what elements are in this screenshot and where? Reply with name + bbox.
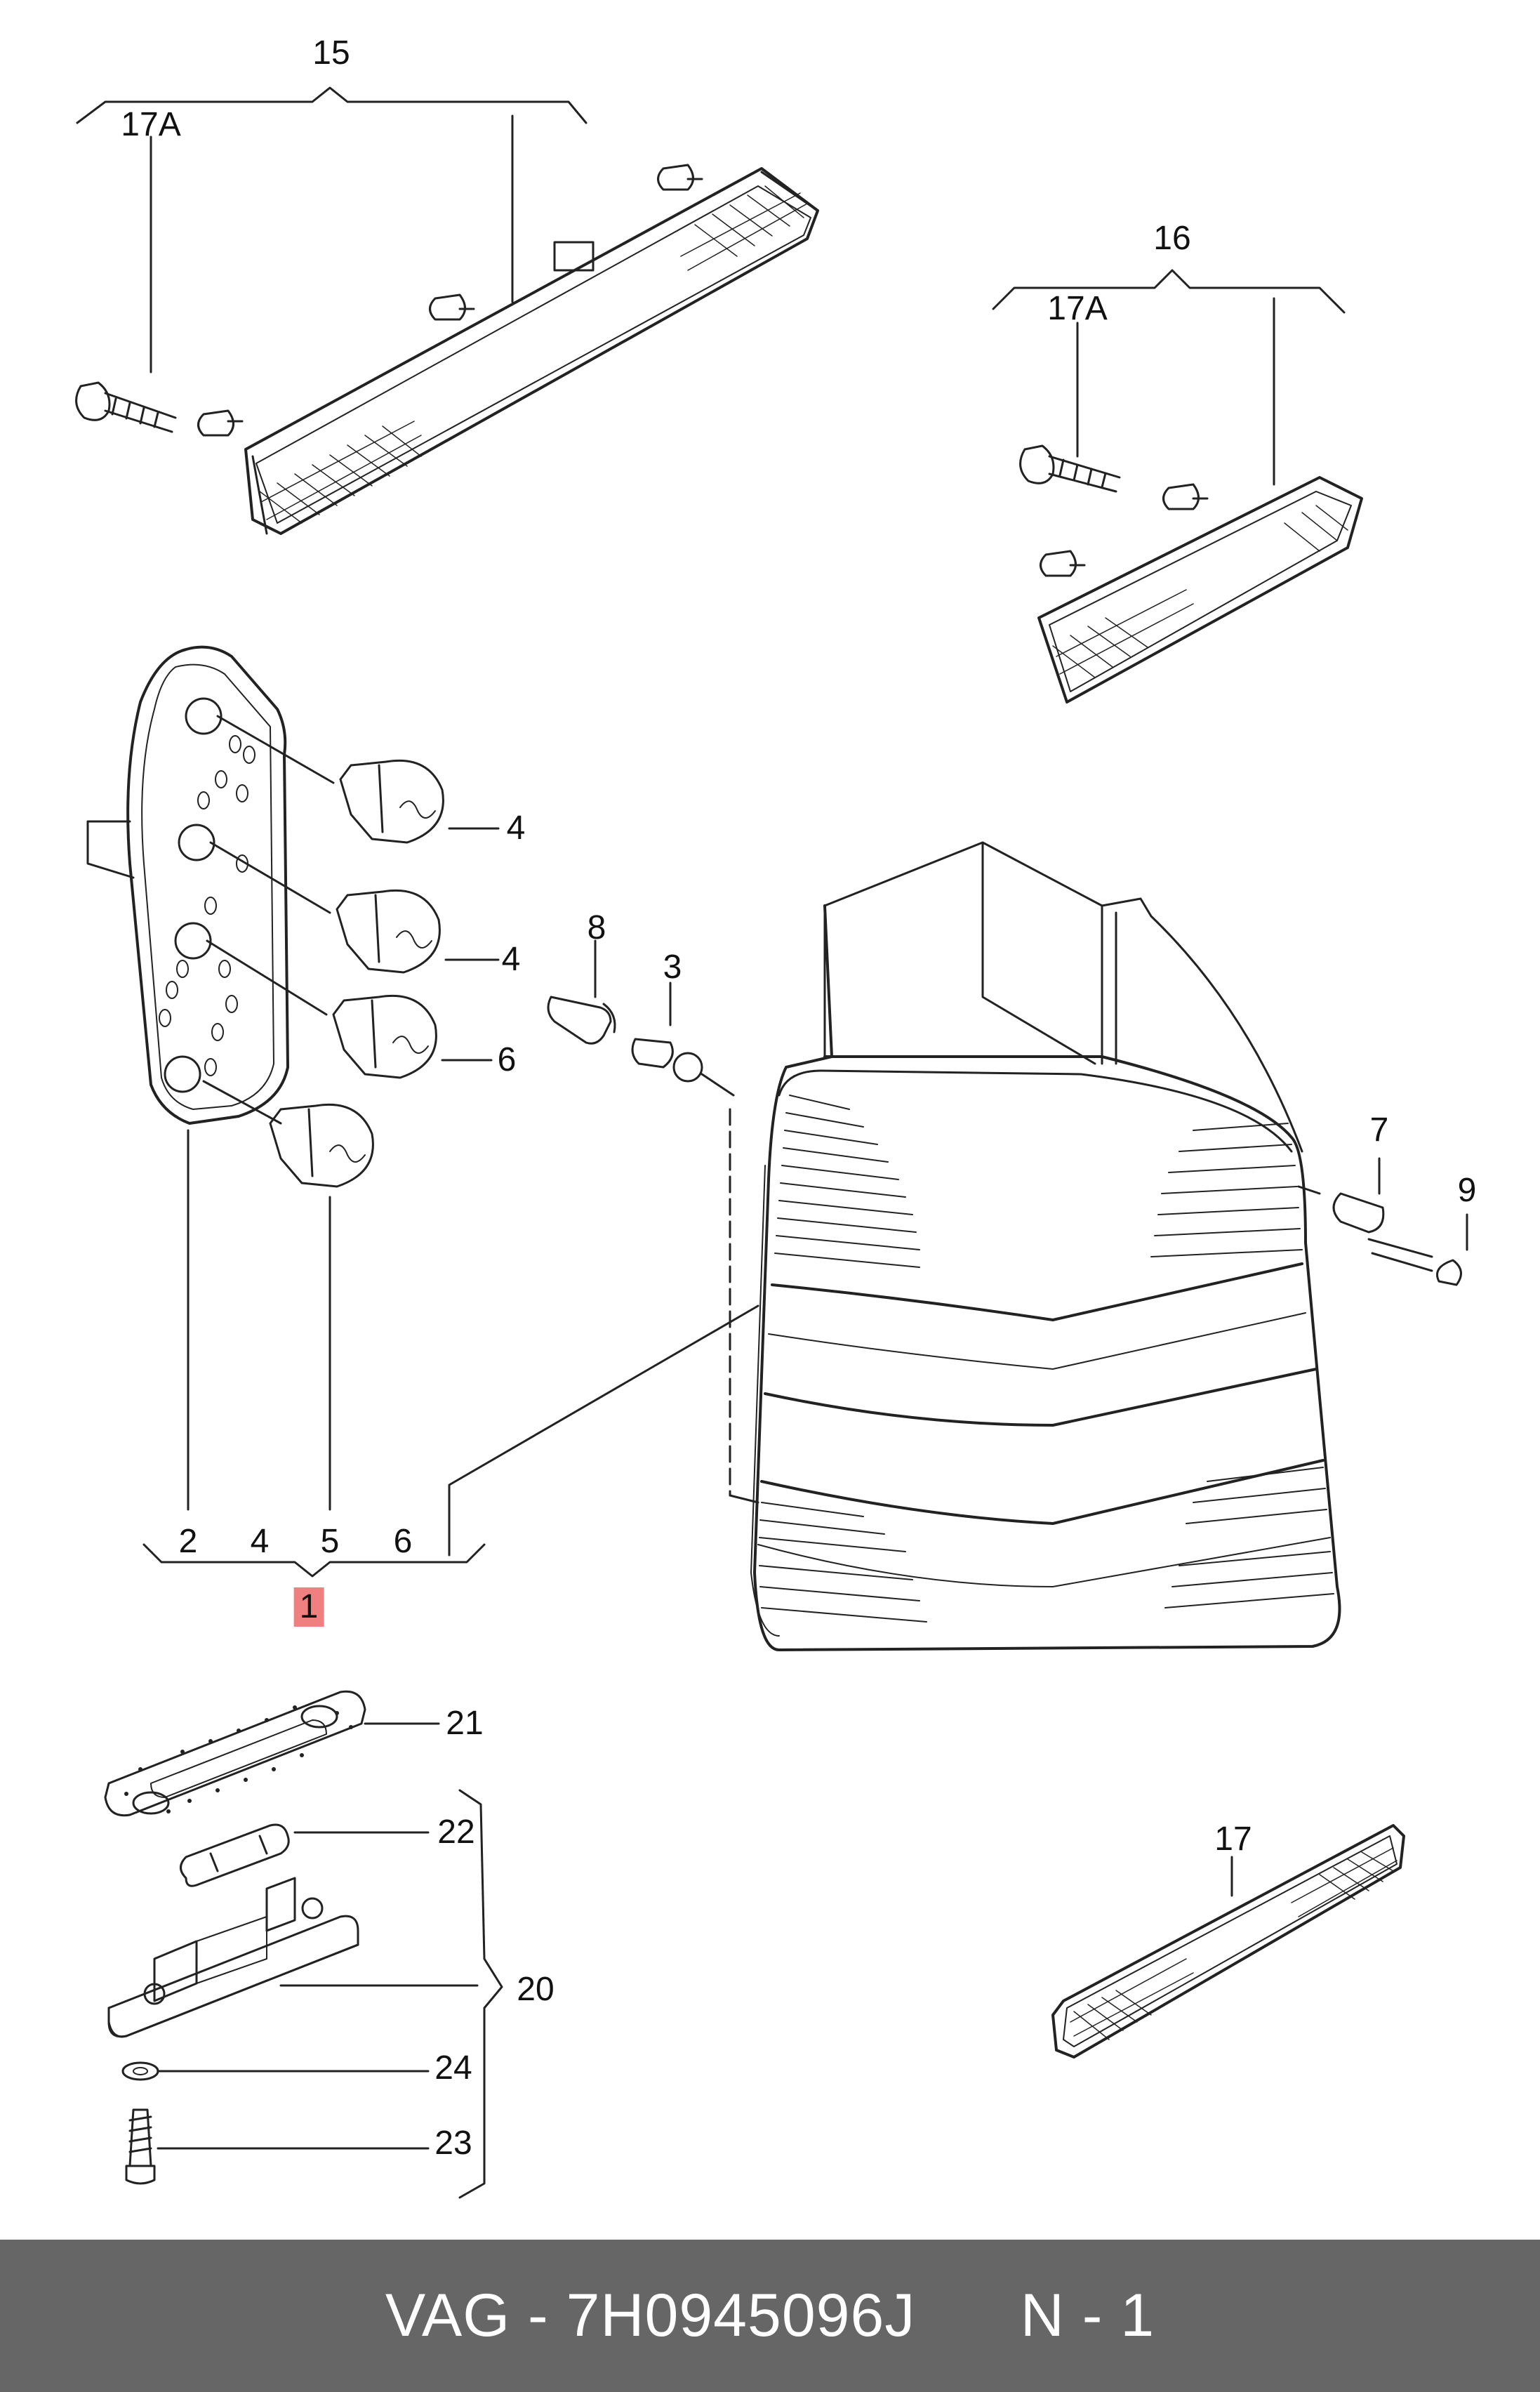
brake-light-assembly-15 [75, 86, 819, 535]
license-lamp-housing [107, 1877, 479, 2038]
callout-23: 23 [434, 2125, 472, 2162]
callout-17a-right: 17A [1047, 290, 1108, 327]
part-number-text: 7H0945096J [566, 2282, 916, 2349]
bulb-4-top [339, 759, 500, 844]
callout-21: 21 [446, 1705, 484, 1742]
callout-22: 22 [437, 1813, 475, 1851]
callout-7: 7 [1369, 1111, 1389, 1149]
callout-4-top: 4 [506, 810, 526, 847]
gasket-21 [104, 1690, 440, 1817]
side-lamp-assembly-16 [992, 269, 1363, 703]
callout-3: 3 [663, 949, 682, 986]
festoon-bulb-22 [180, 1823, 430, 1887]
callout-1-highlighted: 1 [293, 1587, 324, 1627]
callout-8: 8 [587, 909, 606, 946]
callout-6-bottom: 6 [393, 1523, 413, 1560]
callout-17a-top: 17A [121, 106, 181, 143]
exploded-view-drawing [75, 86, 1468, 2199]
bulb-carrier-plate [86, 645, 335, 1125]
brand-text: VAG [385, 2282, 511, 2349]
license-light-kit-20 [104, 1690, 503, 2199]
tail-lamp-housing [729, 841, 1341, 1651]
parts-diagram: 15 17A 16 17A 4 4 6 8 3 7 9 2 4 5 6 1 21… [75, 34, 1477, 2199]
callout-15: 15 [312, 34, 350, 72]
bulb-5 [269, 1103, 374, 1188]
bulb-6 [332, 994, 493, 1079]
part-number-footer: VAG - 7H0945096J N - 1 [0, 2240, 1540, 2392]
bulb-4-mid [336, 889, 500, 974]
callout-16: 16 [1153, 220, 1191, 257]
bulbs [142, 759, 759, 1578]
callout-24: 24 [434, 2049, 472, 2087]
part-number-caption: VAG - 7H0945096J N - 1 [385, 2281, 1155, 2351]
fasteners [547, 939, 1468, 1286]
callout-2: 2 [178, 1523, 198, 1560]
callout-5: 5 [320, 1523, 340, 1560]
callout-4-bottom: 4 [250, 1523, 270, 1560]
separator-text: - [510, 2282, 566, 2349]
callout-4-mid: 4 [501, 941, 521, 978]
callout-6-right: 6 [497, 1041, 517, 1078]
side-marker-17 [1051, 1824, 1405, 2059]
quantity-note-text: N - 1 [1020, 2282, 1155, 2349]
callout-17: 17 [1214, 1821, 1252, 1858]
callout-9: 9 [1457, 1172, 1477, 1209]
callout-20: 20 [517, 1971, 555, 2008]
